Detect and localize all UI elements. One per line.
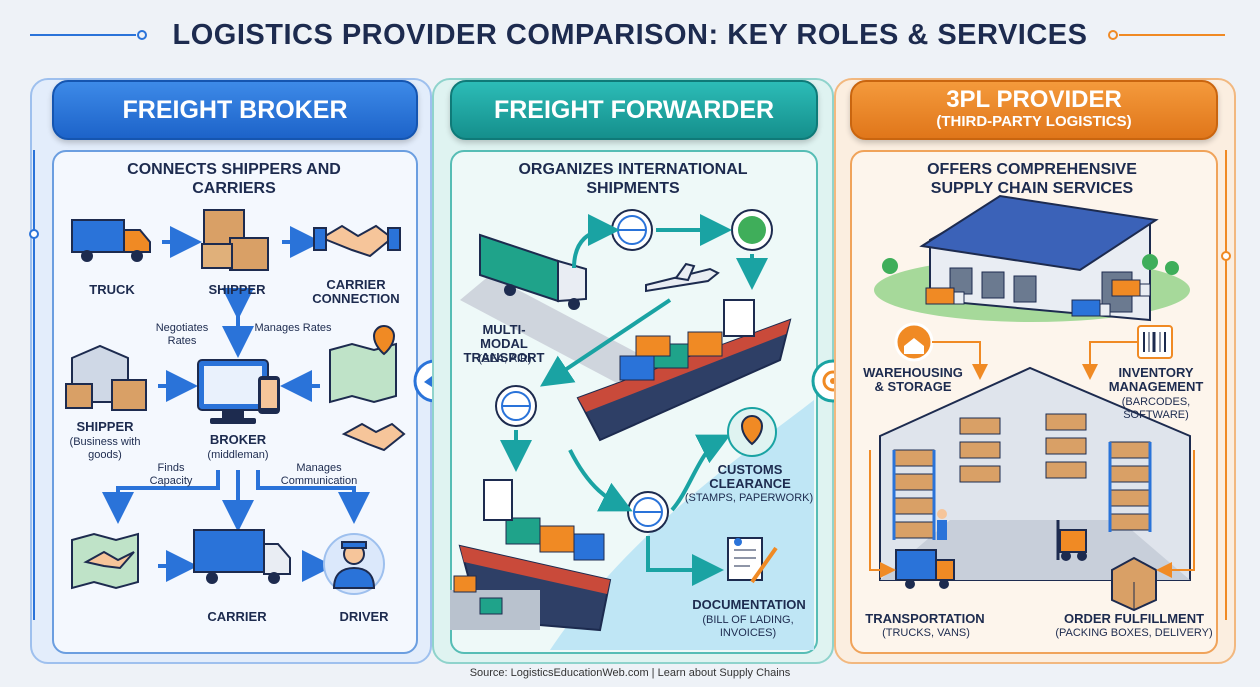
inventory-sub-label: (BARCODES, SOFTWARE) xyxy=(1121,396,1191,421)
title-decoration-right xyxy=(1108,30,1225,40)
negotiates-rates-label: Negotiates Rates xyxy=(155,322,209,347)
broker-header-label: FREIGHT BROKER xyxy=(122,96,348,124)
small-truck-icon-2 xyxy=(1071,299,1111,317)
transport-truck-icon xyxy=(895,549,955,589)
source-caption: Source: LogisticsEducationWeb.com | Lear… xyxy=(469,667,791,679)
provider-header-sub-label: (THIRD-PARTY LOGISTICS) xyxy=(936,113,1132,130)
customs-sub-label: (STAMPS, PAPERWORK) xyxy=(684,492,814,504)
airplane-icon xyxy=(645,262,720,293)
fulfillment-box-icon xyxy=(1111,556,1157,612)
globe-icon-4 xyxy=(627,491,669,533)
carrier-truck-icon xyxy=(193,529,291,584)
handshake-map-icon xyxy=(71,532,139,590)
forwarder-heading: ORGANIZES INTERNATIONAL SHIPMENTS xyxy=(518,161,748,197)
shipper-top-label: SHIPPER xyxy=(208,282,266,297)
worker-icon xyxy=(937,509,947,540)
provider-header: 3PL PROVIDER (THIRD-PARTY LOGISTICS) xyxy=(850,80,1218,140)
driver-icon xyxy=(323,533,385,595)
shipper-label: SHIPPER xyxy=(76,419,134,434)
multimodal-sub-label: (SEA, AIR) xyxy=(478,353,532,365)
truck-icon xyxy=(71,219,151,262)
warehousing-label: WAREHOUSING & STORAGE xyxy=(863,365,963,394)
provider-header-label: 3PL PROVIDER xyxy=(946,86,1122,113)
forwarder-diagram xyxy=(450,209,814,650)
broker-header: FREIGHT BROKER xyxy=(52,80,418,140)
forklift-icon xyxy=(1056,520,1087,561)
boxes-icon xyxy=(201,209,269,271)
customs-pin-icon xyxy=(727,407,777,457)
customs-label: CUSTOMS CLEARANCE xyxy=(709,462,791,491)
title-decoration-left xyxy=(30,30,147,40)
forwarder-header-label: FREIGHT FORWARDER xyxy=(493,96,775,124)
dock-icon xyxy=(450,575,540,630)
cargo-ship-icon-1 xyxy=(576,299,792,442)
fulfillment-label: ORDER FULFILLMENT xyxy=(1063,611,1205,626)
documentation-sub-label: (BILL OF LADING, INVOICES) xyxy=(702,614,794,639)
fulfillment-sub-label: (PACKING BOXES, DELIVERY) xyxy=(1055,627,1213,639)
title-bar: LOGISTICS PROVIDER COMPARISON: KEY ROLES… xyxy=(0,0,1260,70)
handshake-icon-2 xyxy=(341,422,406,452)
computer-icon xyxy=(197,359,280,424)
driver-label: DRIVER xyxy=(339,609,389,624)
small-truck-icon-3 xyxy=(1111,279,1151,297)
globe-icon-3 xyxy=(495,385,537,427)
carrier-label: CARRIER xyxy=(207,609,267,624)
broker-label: BROKER xyxy=(209,432,267,447)
warehouse-interior-icon xyxy=(879,366,1191,581)
warehouse-storage-icon xyxy=(894,322,934,362)
small-truck-icon-1 xyxy=(925,287,965,305)
transportation-sub-label: (TRUCKS, VANS) xyxy=(882,627,970,639)
map-icon xyxy=(329,325,397,404)
inventory-label: INVENTORY MANAGEMENT xyxy=(1108,365,1204,394)
broker-diagram xyxy=(65,209,406,595)
truck-label: TRUCK xyxy=(89,282,135,297)
multimodal-label: MULTI-MODAL TRANSPORT xyxy=(463,322,545,365)
transportation-label: TRANSPORTATION xyxy=(865,611,985,626)
container-truck-icon xyxy=(479,233,587,310)
warehouse-icon xyxy=(65,344,147,411)
broker-heading: CONNECTS SHIPPERS AND CARRIERS xyxy=(127,161,341,197)
broker-sub-label: (middleman) xyxy=(207,449,269,461)
provider-diagram xyxy=(869,194,1195,612)
forwarder-header: FREIGHT FORWARDER xyxy=(450,80,818,140)
manages-communication-label: Manages Communication xyxy=(280,462,358,487)
globe-icon-2 xyxy=(731,209,773,251)
handshake-icon xyxy=(313,224,401,258)
provider-heading: OFFERS COMPREHENSIVE SUPPLY CHAIN SERVIC… xyxy=(927,161,1137,197)
documentation-label: DOCUMENTATION xyxy=(692,597,806,612)
manages-rates-label: Manages Rates xyxy=(254,322,332,334)
carrier-connection-label: CARRIER CONNECTION xyxy=(312,277,400,306)
page-title: LOGISTICS PROVIDER COMPARISON: KEY ROLES… xyxy=(172,18,1088,51)
finds-capacity-label: Finds Capacity xyxy=(149,462,193,487)
shipper-sub-label: (Business with goods) xyxy=(69,436,141,461)
document-icon xyxy=(727,537,778,584)
